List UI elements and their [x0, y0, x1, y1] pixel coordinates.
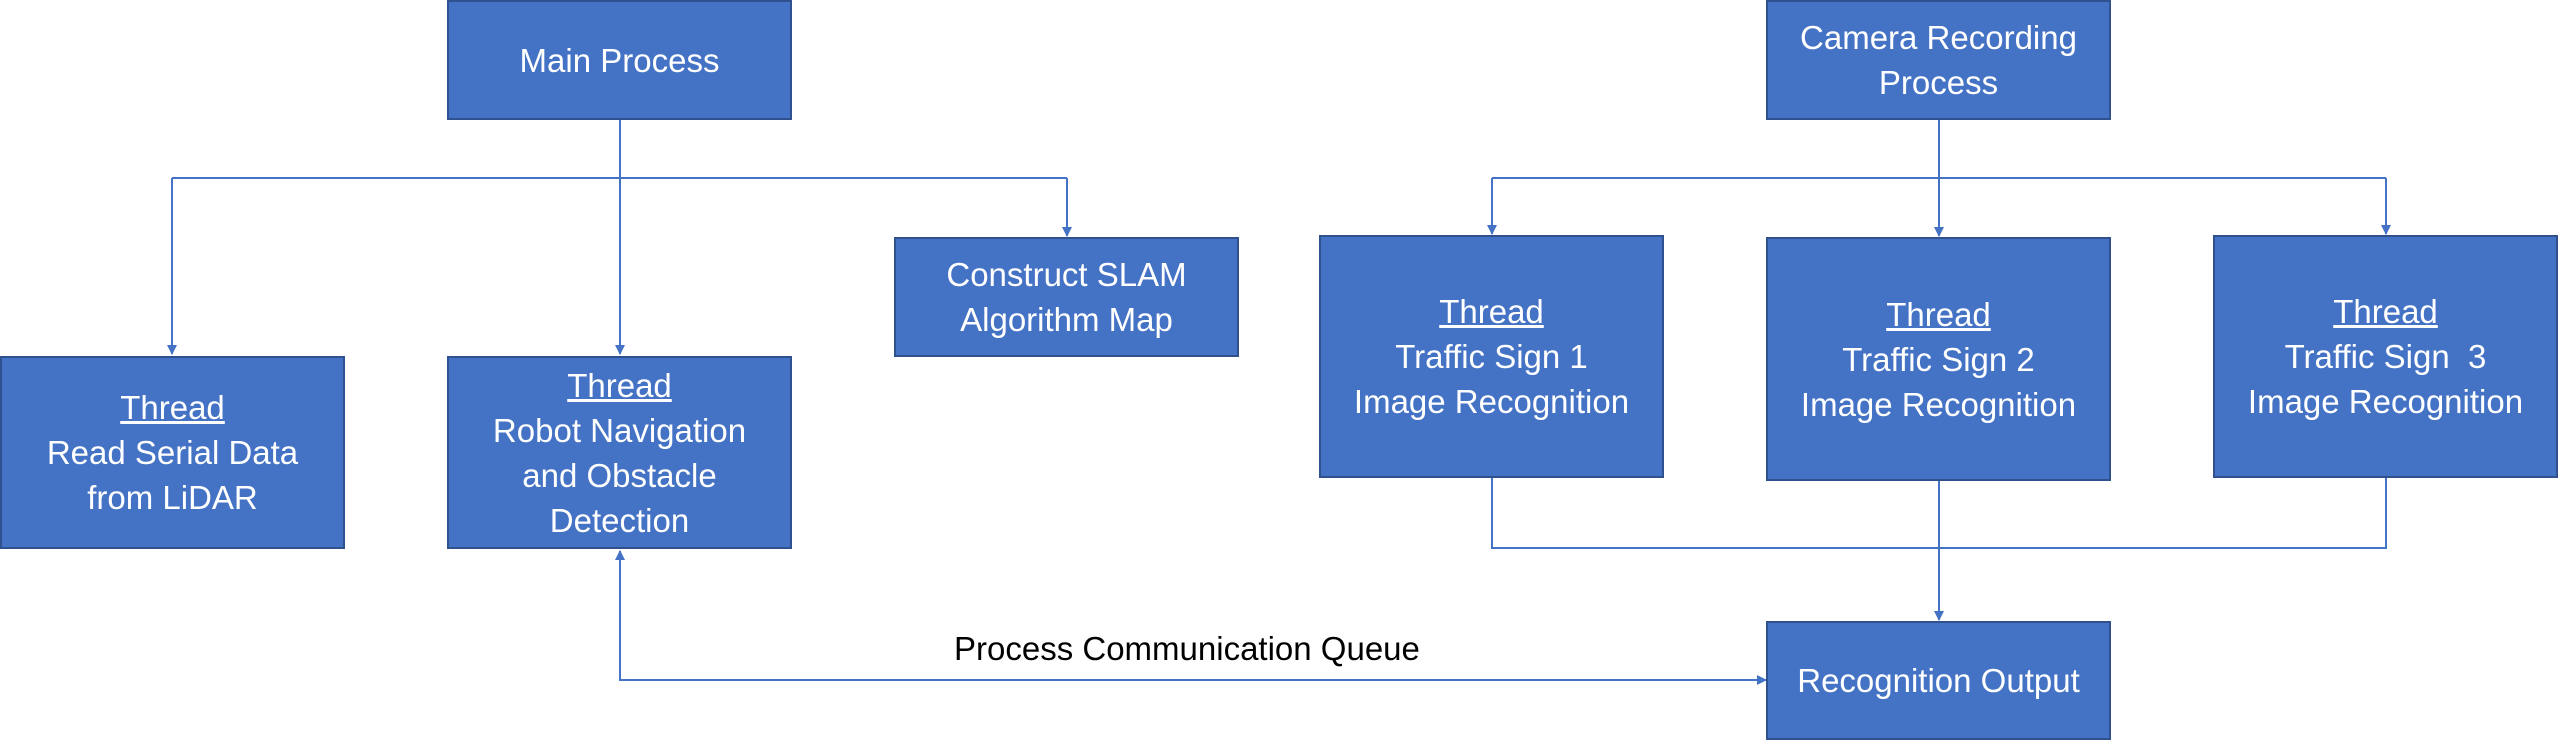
sign1-thread-line1: Traffic Sign 1 [1395, 338, 1588, 375]
queue-arrow [615, 550, 1767, 685]
sign1-thread-line2: Image Recognition [1353, 383, 1630, 420]
main-process-box: Main Process [447, 0, 792, 120]
nav-thread-line2: and Obstacle [522, 456, 717, 494]
nav-thread-box: Thread Robot Navigation and Obstacle Det… [447, 356, 792, 549]
sign3-thread-box: Thread Traffic Sign 3 Image Recognition [2213, 235, 2558, 478]
lidar-thread-box: Thread Read Serial Data from LiDAR [0, 356, 345, 549]
slam-map-line2: Algorithm Map [960, 301, 1173, 338]
recognition-output-box: Recognition Output [1766, 621, 2111, 740]
sign2-thread-line1: Traffic Sign 2 [1842, 340, 2035, 378]
slam-map-line1: Construct SLAM [946, 256, 1187, 293]
sign2-thread-box: Thread Traffic Sign 2 Image Recognition [1766, 237, 2111, 481]
lidar-thread-title: Thread [120, 389, 225, 426]
main-process-label: Main Process [519, 41, 720, 79]
nav-thread-line3: Detection [549, 501, 690, 539]
recognition-output-label: Recognition Output [1797, 662, 2080, 699]
camera-process-box: Camera Recording Process [1766, 0, 2111, 120]
sign2-thread-line2: Image Recognition [1800, 385, 2077, 423]
camera-process-line2: Process [1878, 64, 1999, 101]
queue-label: Process Communication Queue [954, 630, 1420, 667]
sign3-thread-title: Thread [2333, 293, 2438, 330]
sign1-thread-title: Thread [1439, 293, 1544, 330]
lidar-thread-line2: from LiDAR [87, 479, 258, 516]
sign1-thread-box: Thread Traffic Sign 1 Image Recognition [1319, 235, 1664, 478]
slam-map-box: Construct SLAM Algorithm Map [894, 237, 1239, 357]
lidar-thread-line1: Read Serial Data [46, 434, 299, 471]
camera-process-line1: Camera Recording [1800, 19, 2077, 56]
nav-thread-title: Thread [567, 366, 672, 404]
sign2-thread-title: Thread [1886, 295, 1991, 333]
sign3-thread-line1: Traffic Sign 3 [2284, 338, 2487, 375]
nav-thread-line1: Robot Navigation [492, 411, 747, 449]
sign3-thread-line2: Image Recognition [2247, 383, 2524, 420]
